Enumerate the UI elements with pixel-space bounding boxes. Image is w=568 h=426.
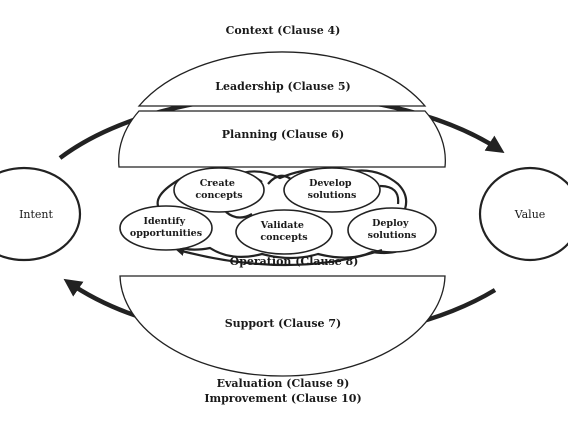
value-label: Value	[514, 208, 546, 221]
develop-solutions-label: Develop solutions	[308, 178, 357, 201]
evaluation-label: Evaluation (Clause 9)	[217, 377, 350, 390]
operation-label: Operation (Clause 8)	[230, 255, 359, 268]
improvement-label: Improvement (Clause 10)	[204, 392, 361, 405]
cloud-swirl-4	[225, 211, 253, 219]
support-label: Support (Clause 7)	[225, 317, 342, 330]
intent-label: Intent	[19, 208, 53, 221]
support-segment	[119, 275, 446, 377]
operation-arrow	[175, 247, 383, 267]
identify-opportunities-bubble	[119, 205, 213, 251]
value-circle	[478, 166, 568, 262]
context-label: Context (Clause 4)	[226, 24, 341, 37]
develop-solutions-bubble	[283, 167, 381, 213]
deploy-solutions-bubble	[347, 207, 437, 253]
cloud-swirl-3	[379, 184, 400, 205]
planning-label: Planning (Clause 6)	[222, 128, 344, 141]
leadership-label: Leadership (Clause 5)	[215, 80, 350, 93]
validate-concepts-label: Validate concepts	[260, 220, 308, 243]
leadership-segment	[137, 51, 427, 107]
create-concepts-label: Create concepts	[195, 178, 242, 201]
deploy-solutions-label: Deploy solutions	[368, 218, 417, 241]
create-concepts-bubble	[173, 167, 265, 213]
validate-concepts-bubble	[235, 209, 333, 255]
planning-segment	[118, 110, 446, 168]
identify-opportunities-label: Identify opportunities	[130, 216, 202, 239]
intent-circle	[0, 166, 82, 262]
